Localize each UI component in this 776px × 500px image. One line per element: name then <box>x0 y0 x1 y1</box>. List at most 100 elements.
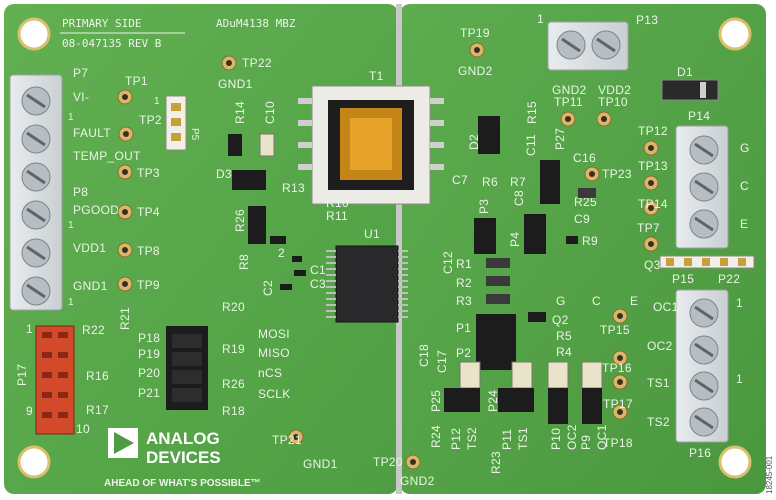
tp17-label: TP17 <box>603 397 633 411</box>
p16-label: P16 <box>689 446 711 460</box>
p20-label: P20 <box>138 366 160 380</box>
r13-label: R13 <box>282 181 305 195</box>
label-vi: VI- <box>73 90 89 104</box>
c-label: C <box>592 294 601 308</box>
q3-label: Q3 <box>644 258 661 272</box>
r24-label: R24 <box>429 425 443 448</box>
p2-label: P2 <box>456 346 471 360</box>
tp1-label: TP1 <box>125 74 148 88</box>
p18-label: P18 <box>138 331 160 345</box>
p17-pin1: 1 <box>26 322 33 336</box>
tp10-label: TP10 <box>598 95 628 109</box>
e-label: E <box>630 294 638 308</box>
r2-label: R2 <box>456 276 472 290</box>
tp11-label: TP11 <box>554 95 583 109</box>
p14-label: P14 <box>688 109 710 123</box>
p22-label: P22 <box>718 272 740 286</box>
t1-label: T1 <box>369 69 384 83</box>
spi-jumper-block <box>166 326 208 410</box>
transformer-t1 <box>298 85 444 205</box>
p10-label: P10 <box>549 428 563 450</box>
p16-pin1-b: 1 <box>736 372 743 386</box>
tp14-label: TP14 <box>638 197 668 211</box>
gnd1-bot-label: GND1 <box>303 457 338 471</box>
label-pin1-b: 1 <box>68 220 74 231</box>
label-p7: P7 <box>73 66 88 80</box>
r10-label: R10 <box>326 196 349 210</box>
c12-label: C12 <box>441 251 455 274</box>
terminal-block-p7-p8 <box>9 74 63 311</box>
r16-label: R16 <box>86 369 109 383</box>
tp3-label: TP3 <box>137 166 160 180</box>
tp9-label: TP9 <box>137 278 160 292</box>
pcb-primary-side <box>4 4 398 494</box>
ts1-label: TS1 <box>647 376 670 390</box>
logo-analog: ANALOG <box>146 429 220 448</box>
oc1-label: OC1 <box>653 300 679 314</box>
p17-pin10: 10 <box>76 422 90 436</box>
gnd2-bot-label: GND2 <box>400 474 435 488</box>
g-label: G <box>556 294 566 308</box>
spi-ncs: nCS <box>258 366 282 380</box>
r5-label: R5 <box>556 329 572 343</box>
p12-label: P12 <box>449 428 463 450</box>
ic-u1-adum4138 <box>326 245 408 323</box>
p19-label: P19 <box>138 347 160 361</box>
p11-label: P11 <box>500 429 514 450</box>
r17-label: R17 <box>86 403 109 417</box>
r4-label: R4 <box>556 345 572 359</box>
header-p5 <box>165 95 187 151</box>
smd-components <box>270 188 596 322</box>
d3-label: D3 <box>216 167 232 181</box>
isolation-gap <box>396 4 402 494</box>
c8-label: C8 <box>512 190 526 206</box>
logo-tagline: AHEAD OF WHAT'S POSSIBLE™ <box>104 478 261 489</box>
u1-label: U1 <box>364 227 380 241</box>
r1-label: R1 <box>456 257 472 271</box>
ts2-label-b: TS2 <box>465 427 479 450</box>
c2-label: C2 <box>261 280 275 296</box>
r11-label: R11 <box>326 209 348 223</box>
tp16-label: TP16 <box>602 361 632 375</box>
terminal-block-p13 <box>547 21 629 71</box>
r25-label: R25 <box>574 195 597 209</box>
tp21-label: TP21 <box>272 433 302 447</box>
tp12-label: TP12 <box>638 124 668 138</box>
d2-label: D2 <box>467 134 481 150</box>
c7-label: C7 <box>452 173 468 187</box>
r14-label: R14 <box>233 101 247 124</box>
c9-label: C9 <box>574 212 590 226</box>
p5-pin1: 1 <box>154 96 160 107</box>
pin2-label: 2 <box>278 246 285 260</box>
ts2-label: TS2 <box>647 415 670 429</box>
tp4-label: TP4 <box>137 205 160 219</box>
r21-label: R21 <box>118 307 132 330</box>
tp13-label: TP13 <box>638 159 668 173</box>
mounting-holes <box>17 17 752 479</box>
q2-label: Q2 <box>552 313 569 327</box>
gnd1-top-label: GND1 <box>218 77 253 91</box>
p15-label: P15 <box>672 272 694 286</box>
r9-label: R9 <box>582 234 598 248</box>
label-p8: P8 <box>73 185 88 199</box>
p13-label: P13 <box>636 13 658 27</box>
header-board-name: ADuM4138 MBZ <box>216 17 296 30</box>
c11-label: C11 <box>524 134 538 156</box>
conn-g-label: G <box>740 141 750 155</box>
tp15-label: TP15 <box>600 323 630 337</box>
vdd2-label: VDD2 <box>598 83 631 97</box>
label-pgood: PGOOD <box>73 203 119 217</box>
oc1-label-b: OC1 <box>595 424 609 450</box>
oc2-label-b: OC2 <box>565 424 579 450</box>
p5-label: P5 <box>189 128 200 141</box>
connector-p17 <box>35 325 75 435</box>
spi-sclk: SCLK <box>258 387 291 401</box>
p3-label: P3 <box>477 199 491 214</box>
r8-label: R8 <box>237 254 251 270</box>
tp22-label: TP22 <box>242 56 272 70</box>
label-vdd1: VDD1 <box>73 241 106 255</box>
terminal-block-p16 <box>675 289 729 443</box>
c17-label: C17 <box>435 350 449 373</box>
p16-pin1-a: 1 <box>736 296 743 310</box>
label-pin1-c: 1 <box>68 297 74 308</box>
